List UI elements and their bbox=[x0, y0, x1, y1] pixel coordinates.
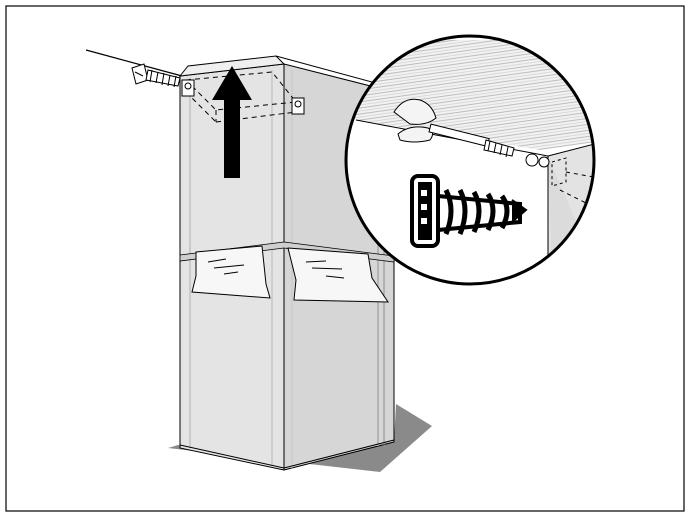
bracket-tab-right bbox=[291, 97, 305, 115]
arrow-up-icon bbox=[212, 66, 252, 178]
tape-left bbox=[191, 245, 271, 299]
bracket-tab-left bbox=[181, 79, 195, 97]
hand-upper bbox=[393, 98, 437, 125]
magnifier-circle bbox=[344, 34, 596, 286]
wall-anchor-icon bbox=[410, 174, 528, 248]
wall-line bbox=[85, 49, 183, 77]
floor-shadow bbox=[168, 404, 432, 472]
hand-lower bbox=[397, 126, 434, 143]
tape-right bbox=[287, 247, 389, 303]
wall-screw-icon bbox=[131, 63, 181, 88]
